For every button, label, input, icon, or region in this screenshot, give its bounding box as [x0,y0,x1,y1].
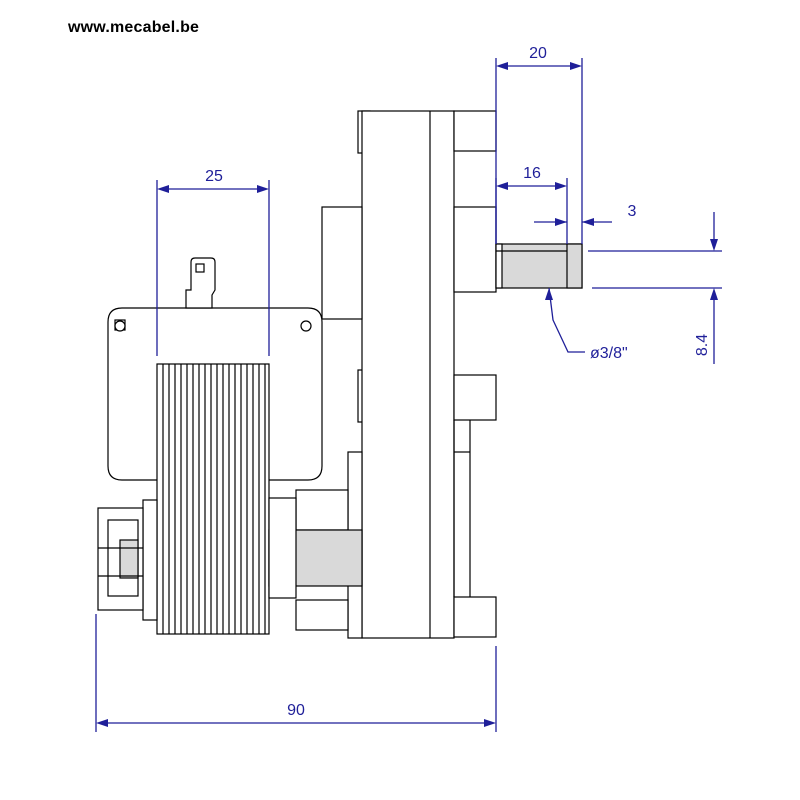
rotor-assembly [97,497,363,621]
dim-flat-depth: 8.4 [588,212,722,364]
label-shaft-diameter: ø3/8" [590,345,628,362]
label-coil-width: 25 [205,168,223,185]
dim-coil-width: 25 [156,168,270,356]
dim-overall-length: 90 [95,614,497,732]
label-overall-length: 90 [287,702,305,719]
website-watermark: www.mecabel.be [68,19,200,36]
label-shaft-length: 16 [523,165,541,182]
dim-shaft-diameter: ø3/8" [545,287,628,362]
dim-shaft-length: 16 [495,165,568,244]
motor-coil [156,363,270,635]
gearbox-housing [295,110,497,639]
label-shaft-extension: 20 [529,45,547,62]
output-shaft [495,243,583,289]
terminal-tab [185,257,216,309]
label-flat-width: 3 [628,203,637,220]
label-flat-depth: 8.4 [694,334,711,356]
dim-flat-width: 3 [534,203,637,226]
dim-shaft-extension: 20 [495,45,583,244]
